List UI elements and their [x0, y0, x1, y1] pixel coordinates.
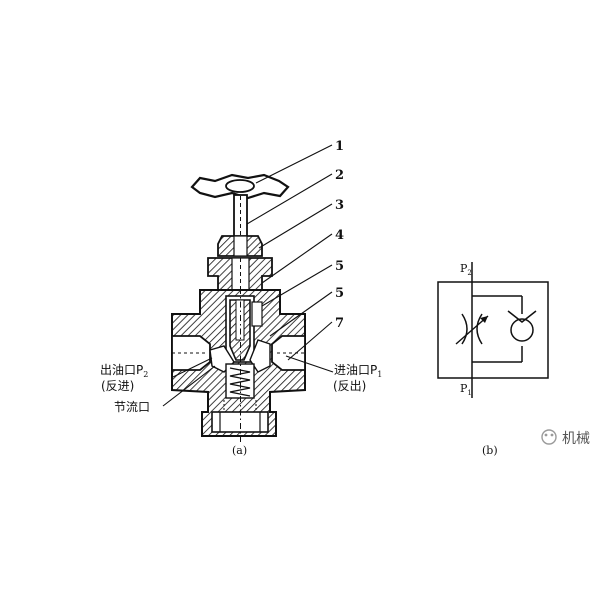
inlet-port — [271, 335, 306, 371]
side-passage — [251, 301, 263, 327]
callout-3: 3 — [335, 198, 344, 213]
hydraulic-symbol: P2 P1 — [437, 262, 549, 398]
inlet-subscript: 1 — [377, 370, 382, 379]
throttle-label: 节流口 — [114, 400, 150, 414]
callout-2: 2 — [335, 168, 344, 183]
callout-5b: 5 — [335, 286, 344, 301]
port-p1: P1 — [460, 382, 472, 397]
watermark-text: 机械 — [562, 431, 590, 447]
watermark-logo-icon — [541, 429, 557, 445]
caption-b: (b) — [482, 444, 498, 457]
outlet-note: (反进) — [101, 379, 134, 393]
callout-numbers: 1 2 3 4 5 5 7 — [335, 139, 344, 331]
handwheel-hub — [225, 179, 255, 193]
check-spring — [229, 367, 251, 397]
callout-4: 4 — [335, 228, 344, 243]
port-p2: P2 — [460, 262, 472, 277]
watermark: 机械 — [541, 429, 590, 447]
check-seat — [507, 310, 537, 323]
check-ball — [510, 318, 534, 342]
symbol-frame — [437, 281, 549, 379]
inlet-label: 进油口P1 — [334, 363, 382, 379]
outlet-subscript: 2 — [143, 370, 148, 379]
callout-7: 7 — [335, 316, 344, 331]
callout-1: 1 — [335, 139, 344, 154]
callout-leaders — [162, 144, 334, 407]
caption-a: (a) — [232, 444, 247, 457]
callout-5: 5 — [335, 259, 344, 274]
valve-cross-section — [171, 173, 306, 442]
outlet-label: 出油口P2 — [100, 363, 148, 379]
throttle-symbol — [461, 313, 483, 345]
port-labels: 出油口P2 (反进) 进油口P1 (反出) 节流口 — [100, 363, 382, 414]
inlet-note: (反出) — [333, 379, 366, 393]
